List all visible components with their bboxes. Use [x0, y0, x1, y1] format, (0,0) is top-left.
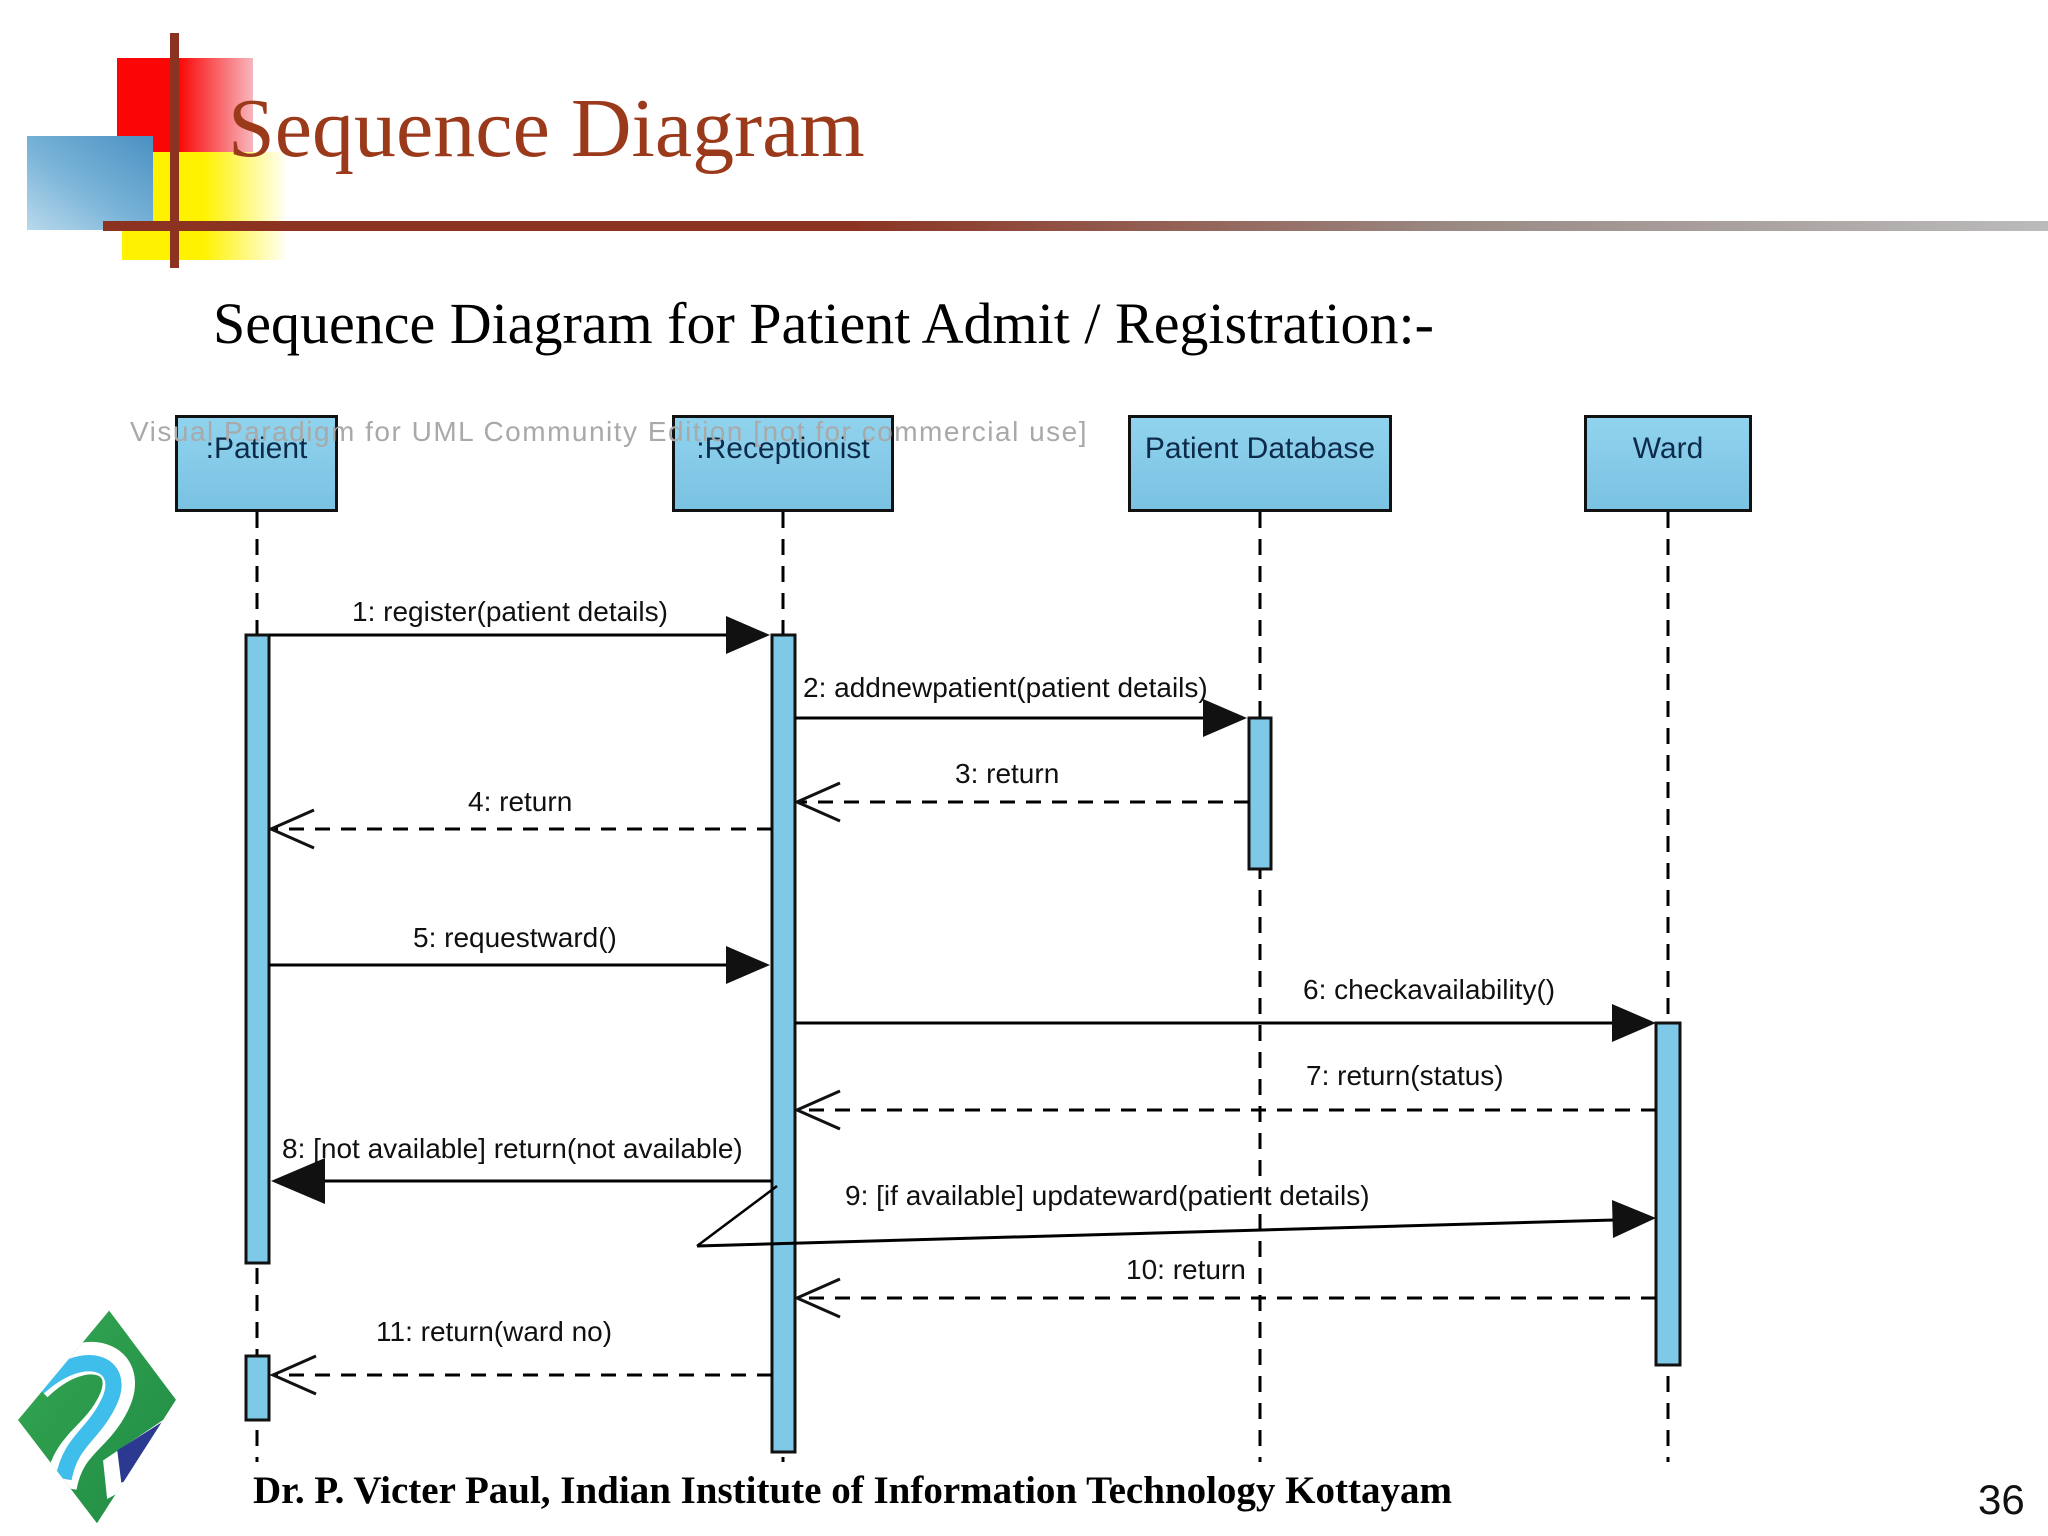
message-11-open-arrowhead: [269, 1354, 317, 1396]
message-9-arrowhead: [1612, 1200, 1656, 1238]
page-title: Sequence Diagram: [228, 82, 865, 175]
activation-bar-receptionist: [770, 633, 797, 1454]
lifeline-label-receptionist: :Receptionist: [696, 432, 870, 465]
title-underline-rule: [103, 221, 2048, 231]
message-2-arrowhead: [1203, 699, 1247, 737]
logo-light-blue-river: [32, 1355, 122, 1481]
message-3-label: 3: return: [955, 758, 1060, 789]
message-5-arrowhead: [726, 946, 770, 984]
lifeline-head-patient-database: Patient Database: [1128, 415, 1392, 512]
message-6-arrowhead: [1612, 1004, 1656, 1042]
deco-vertical-line: [170, 33, 179, 268]
activation-bar-patient-small: [244, 1354, 271, 1422]
lifeline-label-patient: :Patient: [205, 432, 308, 465]
message-11-label: 11: return(ward no): [376, 1316, 613, 1347]
message-1-label: 1: register(patient details): [352, 596, 668, 627]
message-9-connector-line: [696, 1185, 778, 1247]
lifeline-head-patient: :Patient: [175, 415, 338, 512]
message-6-label: 6: checkavailability(): [1303, 974, 1556, 1005]
message-8-label: 8: [not available] return(not available): [282, 1133, 743, 1164]
lifeline-label-ward: Ward: [1632, 432, 1704, 465]
watermark-text: Visual Paradigm for UML Community Editio…: [130, 416, 1088, 447]
message-4-label: 4: return: [468, 786, 573, 817]
institute-logo: [18, 1310, 176, 1524]
message-4-open-arrowhead: [267, 808, 315, 850]
message-9-line: [696, 1218, 1615, 1248]
message-10-label: 10: return: [1126, 1254, 1246, 1285]
activation-bar-patientdatabase: [1247, 716, 1273, 871]
message-3-open-arrowhead: [793, 781, 841, 823]
message-10-open-arrowhead: [793, 1277, 841, 1319]
message-7-open-arrowhead: [793, 1089, 841, 1131]
page-number: 36: [1978, 1476, 2025, 1523]
diagram-subtitle: Sequence Diagram for Patient Admit / Reg…: [213, 291, 1434, 356]
lifeline-head-ward: Ward: [1584, 415, 1752, 512]
message-2-label: 2: addnewpatient(patient details): [803, 672, 1208, 703]
message-1-arrowhead: [726, 616, 770, 654]
footer-credit: Dr. P. Victer Paul, Indian Institute of …: [253, 1469, 1452, 1512]
message-5-label: 5: requestward(): [413, 922, 617, 953]
activation-bar-patient: [244, 633, 271, 1265]
message-8-arrowhead: [271, 1158, 325, 1204]
message-7-label: 7: return(status): [1306, 1060, 1504, 1091]
deco-blue-square: [27, 136, 153, 230]
lifeline-head-receptionist: :Receptionist: [672, 415, 894, 512]
activation-bar-ward: [1654, 1021, 1682, 1367]
lifeline-label-patient-database: Patient Database: [1144, 432, 1376, 465]
message-9-label: 9: [if available] updateward(patient det…: [845, 1180, 1370, 1211]
